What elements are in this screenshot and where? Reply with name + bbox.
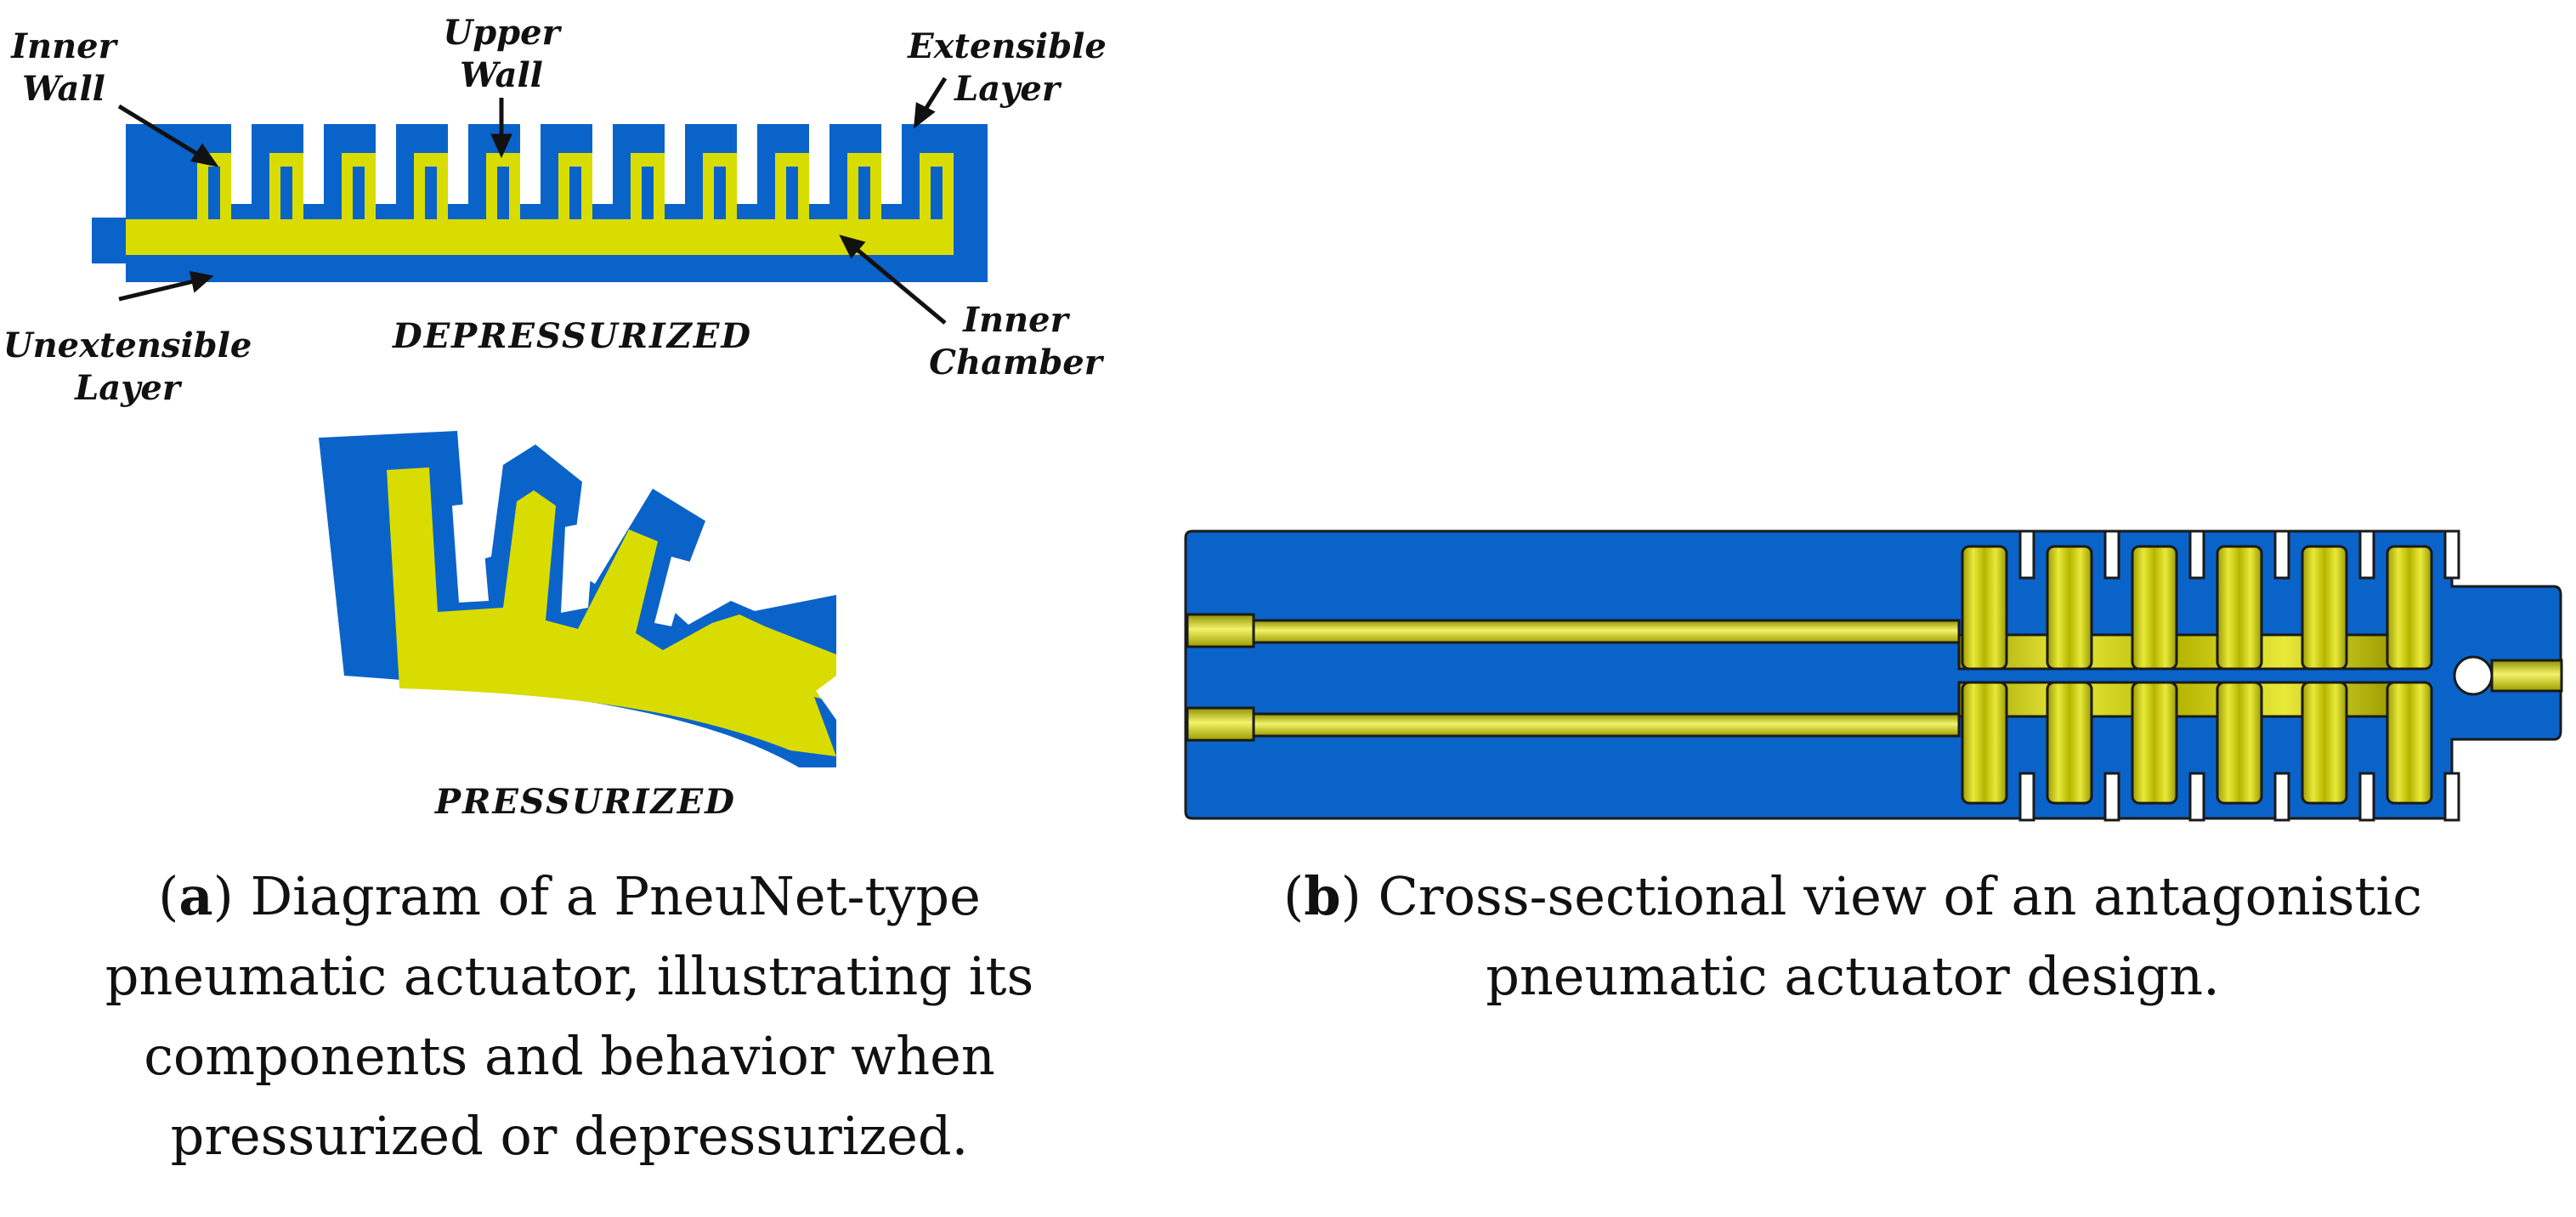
inner-wall-segment [353,167,365,219]
chamber-gap [303,124,324,204]
inner-chamber-channel [126,153,954,255]
bellows-fin [2046,545,2093,671]
inner-wall-segment [714,167,726,219]
caption-a-text: ) Diagram of a PneuNet-type pneumatic ac… [105,865,1034,1167]
upper-wall-label-line2: Wall [460,55,543,95]
bellows-gap [2018,772,2035,822]
inner-wall-segment [642,167,654,219]
actuator-body [1184,529,2562,820]
bellows-fin [2386,681,2433,805]
lower-bellows [1957,681,2460,822]
bellows-gap [2358,529,2375,580]
chamber-gap [592,124,613,204]
bellows-fin [2301,681,2348,805]
pressurized-chamber-channel [387,467,836,756]
callout-arrows [117,76,948,325]
inner-wall-segment [280,167,292,219]
chamber-gap [737,124,757,204]
bellows-gap [2273,529,2290,580]
bellows-gap [2103,772,2120,822]
outlet-channel [2490,659,2563,693]
inner-chamber-label-line2: Chamber [929,342,1102,382]
inlet-port [92,218,127,263]
extensible-layer-label-line1: Extensible [908,26,1107,66]
bellows-fin [2216,545,2263,671]
inner-wall-label-line1: Inner [11,26,116,66]
bellows-fin [2131,545,2178,671]
chamber-gap [665,124,685,204]
pressurized-outer-cutout [816,676,836,720]
inner-wall-label-line2: Wall [22,69,105,109]
caption-b-text: ) Cross-sectional view of an antagonisti… [1340,865,2422,1007]
upper-wall-label: Upper Wall [438,12,565,97]
bellows-fin [2386,545,2433,671]
unextensible-layer-label-line1: Unextensible [3,325,252,365]
bellows-gap [2358,772,2375,822]
inner-wall-label: Inner Wall [8,25,119,110]
depressurized-label: DEPRESSURIZED [393,316,753,356]
depressurized-actuator-diagram [92,76,988,325]
caption-b-tag: b [1304,865,1341,927]
pressurized-actuator-diagram [319,431,836,767]
inner-chamber-label: Inner Chamber [922,299,1109,384]
upper-tube [1252,619,1961,644]
upper-tube-fitting [1186,613,1255,648]
chamber-gaps [231,124,902,204]
inner-wall-segment [569,167,581,219]
caption-a: (a) Diagram of a PneuNet-type pneumatic … [105,865,1034,1167]
bellows-fin [2216,681,2263,805]
outlet-hole [2453,655,2494,696]
bellows-gap [2188,529,2205,580]
lower-tube [1252,712,1961,738]
unextensible-layer-label: Unextensible Layer [0,325,255,410]
pressurized-inner-gaps [452,502,690,626]
bellows-fin [2301,545,2348,671]
chamber-gap [448,124,468,204]
chamber-gap [231,124,252,204]
bellows-fin [2046,681,2093,805]
inner-wall-segment [786,167,798,219]
inner-wall-segment [931,167,943,219]
pressurized-label: PRESSURIZED [435,782,736,822]
lower-tube-fitting [1186,706,1255,742]
inner-wall-segment [208,167,220,219]
bellows-fin [1961,681,2008,805]
chamber-gap [520,124,541,204]
caption-b: (b) Cross-sectional view of an antagonis… [1283,865,2422,1007]
extensible-layer-label-line2: Layer [954,69,1060,109]
bellows-fin [2131,681,2178,805]
inner-chamber-label-line1: Inner [963,300,1068,340]
bellows-gap [2273,772,2290,822]
extensible-layer-label: Extensible Layer [905,25,1109,110]
inner-wall-segment [858,167,870,219]
chamber-gap [881,124,902,204]
upper-wall-label-line1: Upper [443,13,560,53]
antagonistic-actuator-cross-section [1184,529,2563,822]
bellows-gap [2188,772,2205,822]
chamber-gap [376,124,396,204]
bellows-gap [2103,529,2120,580]
chamber-gap [809,124,829,204]
inner-wall-segment [497,167,509,219]
inner-wall-segment [425,167,437,219]
bellows-gap [2443,529,2460,580]
bellows-fin [1961,545,2008,671]
caption-a-tag: a [178,865,213,927]
upper-bellows [1957,529,2460,671]
bellows-gap [2018,529,2035,580]
bellows-gap [2443,772,2460,822]
unextensible-layer-label-line2: Layer [75,368,180,408]
